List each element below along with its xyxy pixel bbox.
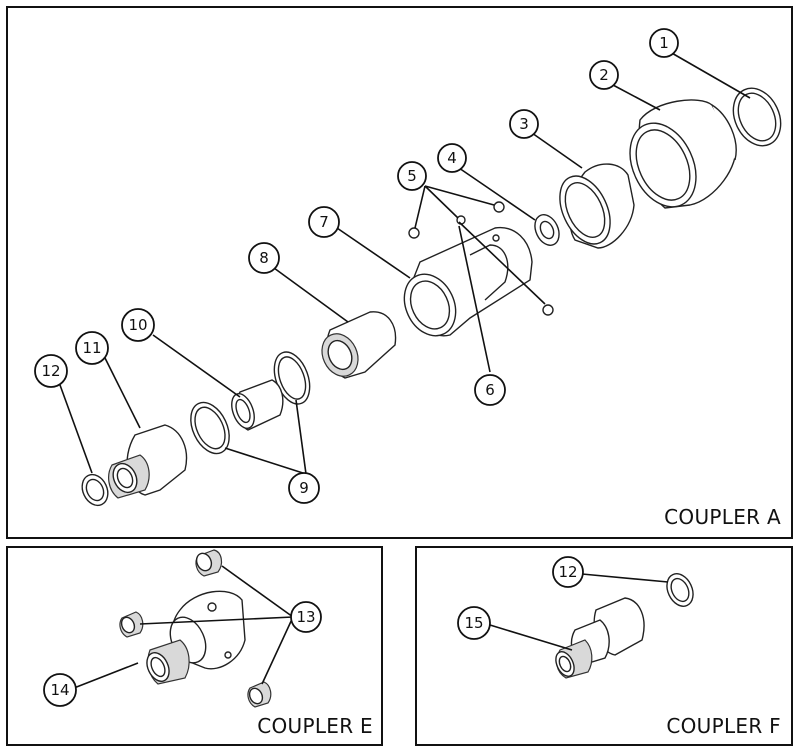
coupler-f-fitting [555, 597, 645, 679]
part-11-nut-body [108, 424, 188, 499]
svg-text:12: 12 [558, 563, 577, 581]
svg-text:7: 7 [319, 213, 329, 231]
callout-7: 7 [308, 206, 340, 238]
callout-3: 3 [509, 109, 539, 139]
callout-14: 14 [43, 673, 77, 707]
coupler-e-label: COUPLER E [257, 714, 373, 738]
callout-2: 2 [589, 60, 619, 90]
callout-6: 6 [474, 374, 506, 406]
svg-text:2: 2 [599, 66, 609, 84]
coupler-e-body [146, 590, 246, 685]
part-2-sleeve [629, 99, 737, 209]
part-1-snap-ring [732, 87, 782, 147]
svg-text:10: 10 [128, 316, 147, 334]
callout-12-f: 12 [552, 556, 584, 588]
part-9-o-rings [190, 351, 311, 455]
callout-9: 9 [288, 472, 320, 504]
svg-text:11: 11 [82, 339, 101, 357]
coupler-f-label: COUPLER F [666, 714, 781, 738]
svg-text:13: 13 [296, 608, 315, 626]
callout-8: 8 [248, 242, 280, 274]
callout-15: 15 [457, 606, 491, 640]
coupler-a-label: COUPLER A [664, 505, 781, 529]
part-3-collar [559, 163, 635, 249]
callout-11: 11 [75, 331, 109, 365]
callout-1: 1 [649, 28, 679, 58]
svg-text:4: 4 [447, 149, 457, 167]
svg-text:3: 3 [519, 115, 529, 133]
part-4-washer [534, 214, 560, 246]
svg-text:5: 5 [407, 167, 417, 185]
svg-text:6: 6 [485, 381, 495, 399]
part-13-set-screws [119, 549, 272, 708]
svg-text:14: 14 [50, 681, 69, 699]
leader-lines-coupler-e [73, 565, 294, 689]
part-8-valve [321, 311, 397, 379]
callout-4: 4 [437, 143, 467, 173]
callout-13: 13 [290, 601, 322, 633]
leader-lines-coupler-a [59, 51, 751, 475]
svg-text:15: 15 [464, 614, 483, 632]
part-12-washer-f [666, 573, 694, 607]
svg-text:12: 12 [41, 362, 60, 380]
callout-12: 12 [34, 354, 68, 388]
svg-text:8: 8 [259, 249, 269, 267]
callout-10: 10 [121, 308, 155, 342]
part-12-washer [81, 473, 109, 507]
part-10-insert [231, 379, 284, 431]
leader-lines-coupler-f [489, 573, 669, 651]
svg-text:1: 1 [659, 34, 669, 52]
callout-5: 5 [397, 161, 427, 191]
svg-text:9: 9 [299, 479, 309, 497]
